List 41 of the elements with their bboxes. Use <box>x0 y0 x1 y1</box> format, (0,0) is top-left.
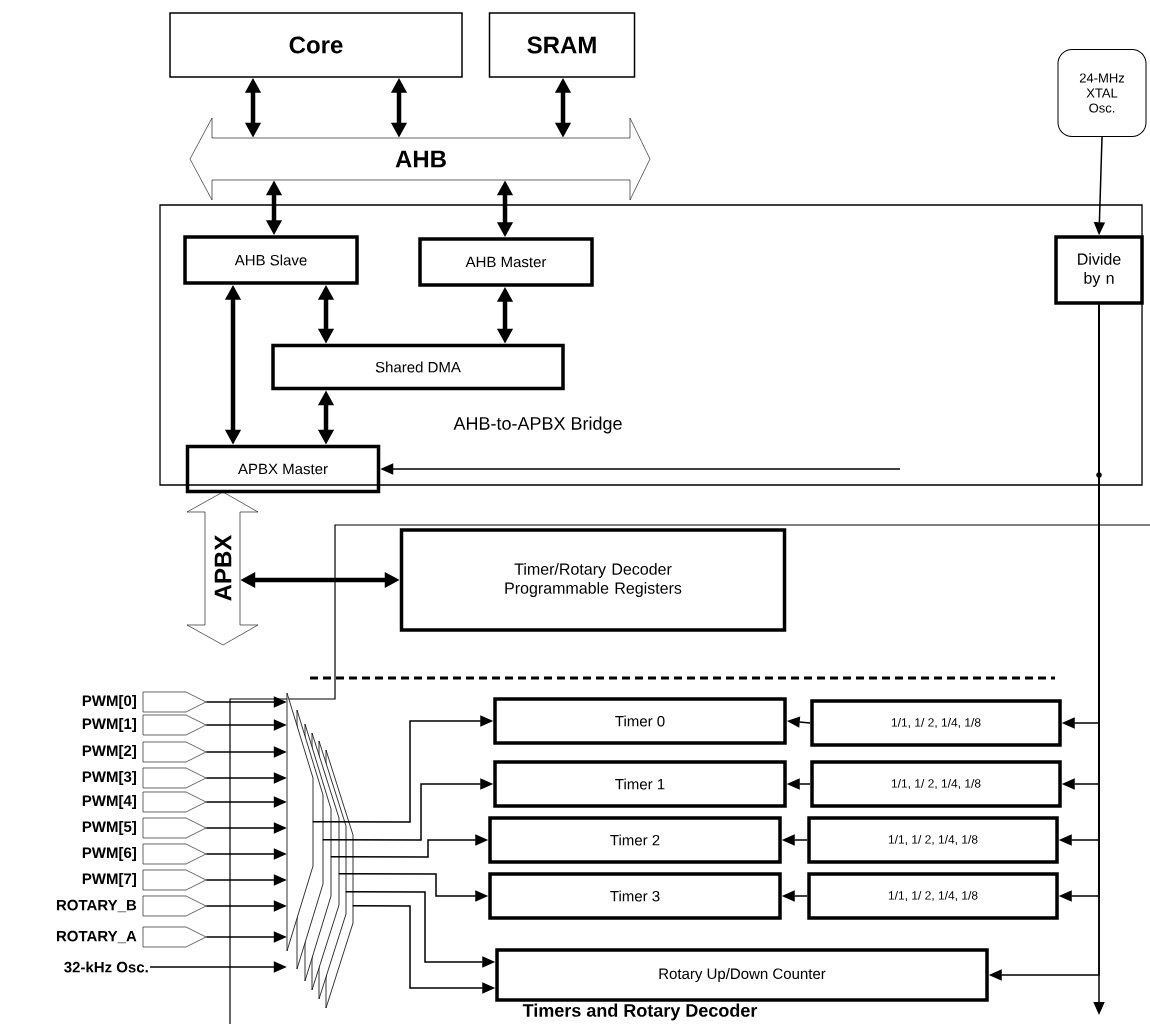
prescaler-box: 1/1, 1/ 2, 1/4, 1/8 <box>807 872 1059 920</box>
oscillator-box: 24-MHz XTAL Osc. <box>1057 49 1147 137</box>
timer-box: Timer 0 <box>493 697 787 745</box>
node-label: PWM[6] <box>82 847 136 861</box>
input-pin: PWM[5] <box>82 817 207 839</box>
node-label: ROTARY_B <box>56 899 137 913</box>
block-box: AHB Master <box>418 237 594 287</box>
input-label: 32-kHz Osc. <box>64 961 148 973</box>
timer-box: Timer 2 <box>488 816 782 864</box>
input-pin: ROTARY_A <box>56 926 207 948</box>
input-pin: PWM[6] <box>82 843 207 865</box>
prescaler-box: 1/1, 1/ 2, 1/4, 1/8 <box>810 760 1062 808</box>
block-box: Shared DMA <box>271 343 565 391</box>
node-label: PWM[7] <box>82 873 136 887</box>
node-label: PWM[4] <box>82 795 136 809</box>
node-label: PWM[0] <box>82 695 136 709</box>
prescaler-box: 1/1, 1/ 2, 1/4, 1/8 <box>807 816 1059 864</box>
multiplexer-drawing <box>286 692 354 1009</box>
input-pin: PWM[7] <box>82 869 207 891</box>
block-box: Core <box>169 12 463 78</box>
node-label: PWM[3] <box>82 771 136 785</box>
node-label: PWM[2] <box>82 745 136 759</box>
counter-box: Rotary Up/Down Counter <box>495 948 989 1002</box>
timer-box: Timer 1 <box>493 760 787 808</box>
input-pin: PWM[3] <box>82 767 207 789</box>
timer-box: Timer 3 <box>488 872 782 920</box>
node-label: ROTARY_A <box>56 930 137 944</box>
node-label: PWM[5] <box>82 821 136 835</box>
block-box: AHB Slave <box>183 235 359 285</box>
node-label: PWM[1] <box>82 718 136 732</box>
input-pin: PWM[1] <box>82 714 207 736</box>
input-pin: PWM[4] <box>82 791 207 813</box>
bus-bar: AHB <box>189 117 651 201</box>
block-box: APBX Master <box>185 444 381 494</box>
input-pin: PWM[0] <box>82 691 207 713</box>
block-box: SRAM <box>488 12 636 78</box>
register-box: Timer/Rotary Decoder Programmable Registers <box>399 528 787 632</box>
bus-bar: APBX <box>186 491 259 646</box>
prescaler-box: 1/1, 1/ 2, 1/4, 1/8 <box>810 699 1062 747</box>
input-pin: ROTARY_B <box>56 895 207 917</box>
input-pin: PWM[2] <box>82 741 207 763</box>
